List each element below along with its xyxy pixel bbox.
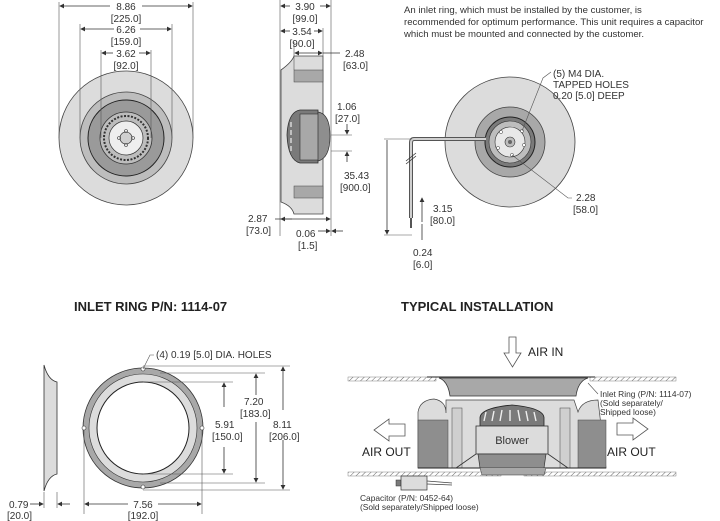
air-in-arrow-icon: [503, 336, 522, 368]
dim-side-depth-in: 3.90: [295, 2, 315, 13]
dim-side-blade-in: 2.48: [345, 49, 365, 60]
dim-rear-end-in: 0.24: [413, 248, 433, 259]
inlet-ring-profile: [43, 364, 58, 492]
blower-body: [475, 425, 549, 455]
dim-side-blade-mm: [63.0]: [343, 61, 368, 72]
dim-rear-end-mm: [6.0]: [413, 260, 433, 271]
inlet-ring-note-line2: (Sold separately/: [600, 398, 664, 408]
capacitor-note-line1: Capacitor (P/N: 0452-64): [360, 493, 453, 503]
side-view: 3.90 [99.0] 3.54 [90.0] 2.48 [63.0] 1.06…: [246, 0, 368, 252]
inlet-ring-note-line3: Shipped loose): [600, 407, 656, 417]
dim-ring-outer-in: 8.11: [273, 420, 292, 431]
floor-panel-right: [523, 471, 677, 477]
front-view: 8.86 [225.0] 6.26 [159.0] 3.62 [92.0]: [58, 2, 194, 206]
dim-front-diameter-in: 8.86: [116, 2, 136, 13]
blower-label: Blower: [495, 435, 529, 447]
ceiling-panel-left: [347, 376, 437, 382]
installed-inlet-ring: [438, 377, 589, 397]
air-out-right-label: AIR OUT: [607, 445, 656, 459]
dim-front-motor-mm: [92.0]: [113, 61, 138, 72]
inlet-ring-heading: INLET RING P/N: 1114-07: [74, 299, 227, 314]
dim-ring-mid-in: 7.20: [244, 397, 264, 408]
capacitor-note-line2: (Sold separately/Shipped loose): [360, 502, 479, 512]
inlet-ring-drawing: (4) 0.19 [5.0] DIA. HOLES 7.20 [183.0] 5…: [7, 350, 300, 521]
dim-side-depth-mm: [99.0]: [292, 14, 317, 25]
rear-view: (5) M4 DIA. TAPPED HOLES 0.20 [5.0] DEEP…: [340, 69, 629, 271]
dim-ring-bolt-circle-mm: [192.0]: [128, 511, 159, 521]
dim-front-motor-in: 3.62: [116, 49, 136, 60]
dim-front-diameter-mm: [225.0]: [111, 14, 142, 25]
dim-rear-strip-in: 3.15: [433, 204, 453, 215]
dim-ring-mid-mm: [183.0]: [240, 409, 271, 420]
dim-side-shaft-in: 1.06: [337, 102, 357, 113]
inlet-ring-note-line1: Inlet Ring (P/N: 1114-07): [600, 389, 692, 399]
tapped-holes-callout-line3: 0.20 [5.0] DEEP: [553, 91, 625, 102]
inlet-ring-holes-callout: (4) 0.19 [5.0] DIA. HOLES: [156, 350, 272, 361]
dim-ring-bolt-circle-in: 7.56: [133, 500, 153, 511]
dim-side-impeller-mm: [90.0]: [289, 39, 314, 50]
dim-side-flange-in: 0.06: [296, 229, 316, 240]
dim-side-flange-mm: [1.5]: [298, 241, 318, 252]
dim-ring-outer-mm: [206.0]: [269, 432, 300, 443]
dim-ring-depth-in: 0.79: [9, 500, 29, 511]
dim-ring-depth-mm: [20.0]: [7, 511, 32, 521]
tapped-holes-callout-line1: (5) M4 DIA.: [553, 69, 604, 80]
motor-fins: [103, 115, 149, 161]
dim-rear-motor-in: 2.28: [576, 193, 596, 204]
dim-ring-inner-mm: [150.0]: [212, 432, 243, 443]
air-out-left-label: AIR OUT: [362, 445, 411, 459]
capacitor-icon: [400, 475, 428, 491]
dim-front-inlet-in: 6.26: [116, 25, 136, 36]
typical-installation-heading: TYPICAL INSTALLATION: [401, 299, 553, 314]
dim-rear-strip-mm: [80.0]: [430, 216, 455, 227]
dim-ring-inner-in: 5.91: [215, 420, 235, 431]
floor-panel-left: [347, 471, 502, 477]
dim-side-motor-mm: [73.0]: [246, 226, 271, 237]
dim-front-inlet-mm: [159.0]: [111, 37, 142, 48]
dim-rear-lead-in: 35.43: [344, 171, 369, 182]
dim-side-shaft-mm: [27.0]: [335, 114, 360, 125]
dim-rear-motor-mm: [58.0]: [573, 205, 598, 216]
installation-drawing: AIR IN Blower AIR OUT: [347, 336, 692, 512]
air-in-label: AIR IN: [528, 345, 563, 359]
dim-rear-lead-mm: [900.0]: [340, 183, 371, 194]
air-out-left-arrow-icon: [373, 418, 406, 442]
ceiling-panel-right: [589, 376, 677, 382]
dim-side-impeller-in: 3.54: [292, 27, 312, 38]
tapped-holes-callout-line2: TAPPED HOLES: [553, 80, 629, 91]
dim-side-motor-in: 2.87: [248, 214, 268, 225]
air-out-right-arrow-icon: [616, 417, 649, 441]
mounting-holes: [81, 366, 205, 490]
installation-note: An inlet ring, which must be installed b…: [404, 5, 704, 40]
